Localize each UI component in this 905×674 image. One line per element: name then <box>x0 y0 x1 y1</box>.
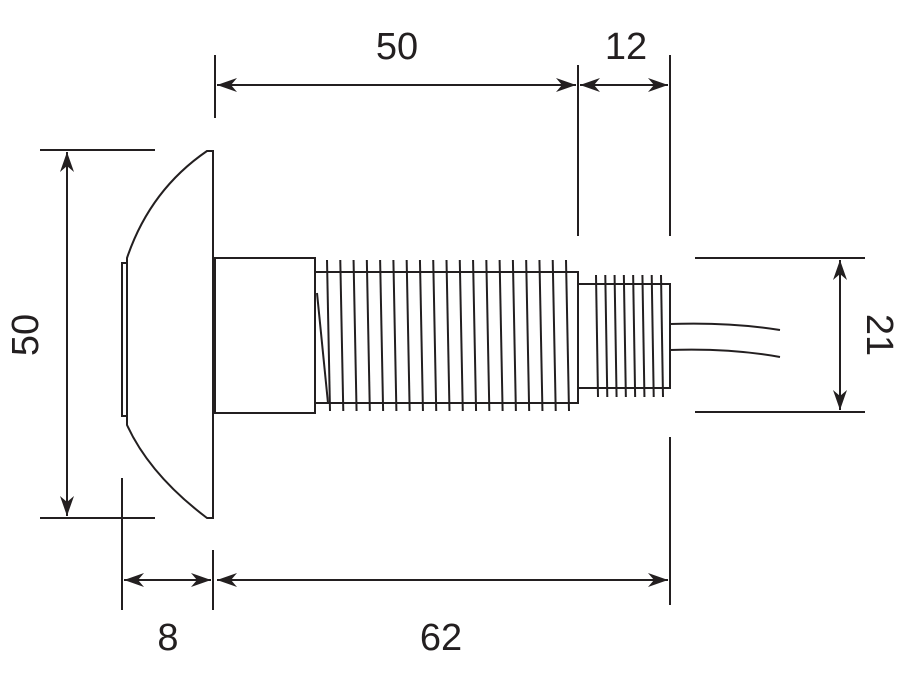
thread-line <box>498 259 504 412</box>
thread-line <box>326 259 331 412</box>
thread-line <box>604 274 609 398</box>
thread-line <box>418 259 424 412</box>
thread-line <box>650 274 655 398</box>
thread-line <box>641 274 646 398</box>
thread-line <box>485 259 491 412</box>
thread-line <box>613 274 618 398</box>
main-thread <box>314 259 579 412</box>
thread-line <box>565 259 570 412</box>
collar <box>214 257 316 414</box>
thread-line <box>339 259 345 412</box>
thread-line <box>365 259 371 412</box>
cable-wires <box>669 322 781 358</box>
thread-line <box>352 259 358 412</box>
thread-line <box>595 274 599 398</box>
thread-line <box>432 259 438 412</box>
thread-line <box>472 259 478 412</box>
thread-line <box>379 259 385 412</box>
thread-line <box>660 274 664 398</box>
thread-line <box>445 259 451 412</box>
thread-line <box>525 259 531 412</box>
thread-line <box>622 274 627 398</box>
thread-line <box>392 259 398 412</box>
dimension-lines <box>60 78 847 587</box>
thread-line <box>316 292 329 404</box>
mushroom-head <box>121 150 214 519</box>
thread-line <box>405 259 411 412</box>
thread-line <box>458 259 464 412</box>
label-head-diameter: 50 <box>5 314 47 356</box>
label-thread-length: 50 <box>376 26 418 68</box>
thread-line <box>511 259 517 412</box>
label-thread-diameter: 21 <box>858 314 900 356</box>
thread-line <box>632 274 637 398</box>
label-total-length: 62 <box>420 617 462 659</box>
thread-line <box>551 259 557 412</box>
tip-thread <box>577 274 671 398</box>
label-head-thickness: 8 <box>157 617 178 659</box>
extension-lines <box>40 55 865 610</box>
thread-line <box>538 259 544 412</box>
label-tip-length: 12 <box>605 26 647 68</box>
